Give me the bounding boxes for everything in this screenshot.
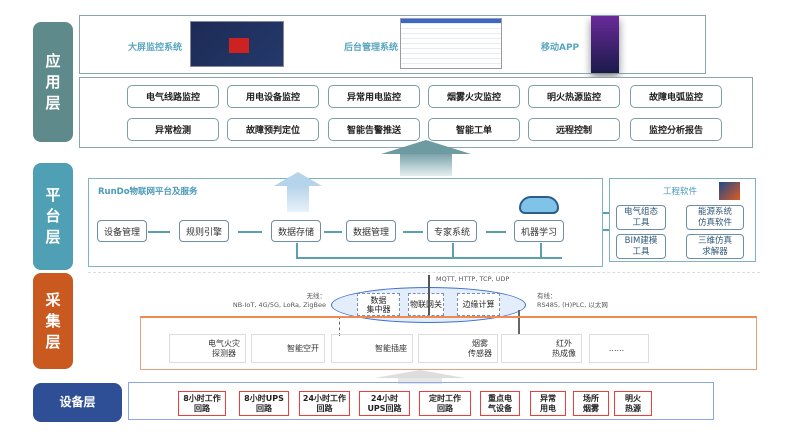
device-card: 烟雾 传感器 [418,334,498,363]
platform-title: RunDo物联网平台及服务 [98,187,198,197]
platform-flow-step: 数据存储 [271,220,321,242]
app-function-button: 电气线路监控 [127,85,219,108]
device-card: ...... [589,334,649,363]
app-system-label: 大屏监控系统 [128,43,183,53]
gateway-item: 物联网关 [408,293,444,316]
app-function-button: 故障电弧监控 [630,85,722,108]
eng-tool: 电气组态 工具 [616,205,666,230]
app-function-button: 智能告警推送 [328,118,420,141]
app-function-button: 故障预判定位 [227,118,319,141]
matlab-logo [719,182,740,200]
layer-label-platform: 平 台 层 [33,163,73,270]
admin-thumbnail [400,18,502,69]
cloud-icon [519,196,559,214]
app-function-button: 烟雾火灾监控 [428,85,520,108]
circuit-box: 异常 用电 [530,391,566,416]
device-card: 智能插座 [331,334,413,363]
platform-flow-step: 规则引擎 [179,220,229,242]
app-function-button: 用电设备监控 [227,85,319,108]
layer-label-collect: 采 集 层 [33,273,73,369]
bigscreen-thumbnail [190,21,284,67]
app-system-label: 移动APP [541,43,580,53]
wireless-label: 无线： NB-IoT, 4G/5G, LoRa, ZigBee [232,292,326,309]
device-card: 红外 热成像 [501,334,582,363]
circuit-box: 24小时 UPS回路 [359,391,410,416]
circuit-box: 重点电 气设备 [480,391,520,416]
circuit-box: 8小时UPS 回路 [239,391,289,416]
app-function-button: 监控分析报告 [630,118,722,141]
gateway-item: 数据 集中器 [357,293,400,316]
device-card: 智能空开 [251,334,325,363]
platform-flow-step: 机器学习 [514,220,564,242]
app-function-button: 异常用电监控 [328,85,420,108]
eng-tool: 三维仿真 求解器 [686,234,744,259]
mobile-thumbnail [591,16,619,73]
layer-label-device: 设备层 [33,383,122,422]
circuit-box: 8小时工作 回路 [178,391,226,416]
circuit-box: 场所 烟雾 [573,391,609,416]
eng-tool: BIM建模 工具 [616,234,666,259]
platform-flow-step: 专家系统 [427,220,477,242]
arrow-up-icon [381,140,471,154]
circuit-box: 定时工作 回路 [419,391,471,416]
device-card: 电气火灾 探测器 [169,334,246,363]
app-system-label: 后台管理系统 [344,43,399,53]
gateway-item: 边缘计算 [457,293,500,316]
divider [88,272,760,273]
app-function-button: 明火热源监控 [528,85,620,108]
app-function-button: 远程控制 [528,118,620,141]
circuit-box: 明火 热源 [614,391,652,416]
layer-label-app: 应 用 层 [33,22,73,142]
engineering-title: 工程软件 [663,187,698,197]
app-function-button: 智能工单 [428,118,520,141]
wired-label: 有线： RS485, (H)PLC, 以太网 [537,292,608,309]
app-function-button: 异常检测 [127,118,219,141]
arrow-up-icon [375,370,465,378]
eng-tool: 能源系统 仿真软件 [686,205,744,230]
platform-flow-step: 设备管理 [97,220,147,242]
circuit-box: 24小时工作 回路 [299,391,350,416]
protocols-label: MQTT, HTTP, TCP, UDP [436,275,510,283]
device-panel [128,382,714,420]
platform-flow-step: 数据管理 [346,220,396,242]
collect-panel [140,316,757,370]
arrow-up-icon [274,172,322,186]
